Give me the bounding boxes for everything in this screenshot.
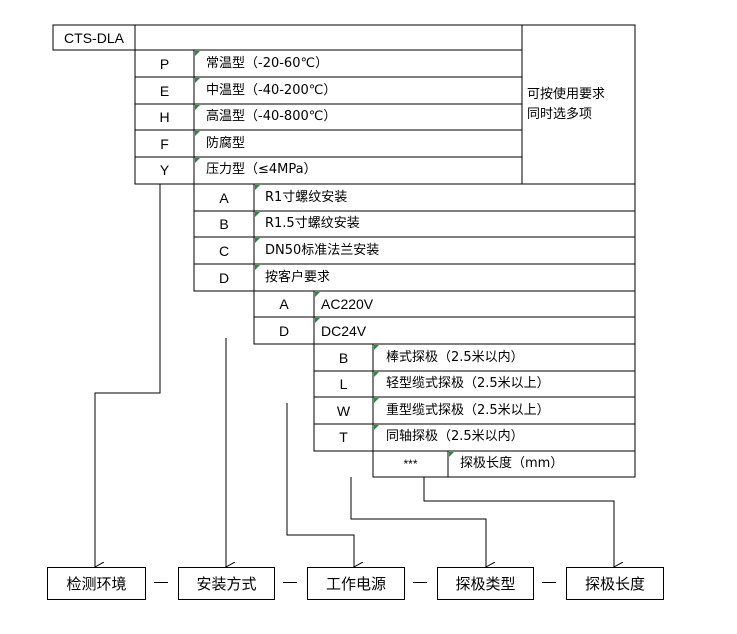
separator bbox=[542, 582, 556, 583]
install-code-c: C bbox=[218, 243, 230, 259]
label-installation: 安装方式 bbox=[178, 567, 275, 600]
env-desc-y: 压力型（≤4MPa） bbox=[206, 162, 317, 177]
probe-code-w: W bbox=[336, 403, 351, 419]
probe-desc-b: 棒式探极（2.5米以内） bbox=[386, 350, 524, 365]
probe-length-desc: 探极长度（mm） bbox=[460, 456, 564, 471]
power-code-a: A bbox=[279, 296, 289, 312]
corner-mark bbox=[255, 265, 260, 270]
probe-code-l: L bbox=[339, 376, 348, 392]
power-desc-d: DC24V bbox=[321, 323, 367, 339]
env-code-e: E bbox=[159, 83, 170, 99]
corner-mark bbox=[315, 292, 320, 297]
install-code-b: B bbox=[219, 216, 229, 232]
corner-mark bbox=[195, 51, 200, 56]
install-desc-a: R1寸螺纹安装 bbox=[265, 190, 348, 205]
probe-code-b: B bbox=[338, 350, 349, 366]
env-desc-f: 防腐型 bbox=[206, 136, 246, 151]
corner-mark bbox=[255, 212, 260, 217]
env-desc-h: 高温型（-40-800℃） bbox=[206, 109, 337, 124]
probe-length-code: *** bbox=[403, 457, 418, 471]
corner-mark bbox=[255, 185, 260, 190]
corner-mark bbox=[374, 372, 379, 377]
environment-note-line-2: 同时选多项 bbox=[527, 107, 593, 122]
env-desc-p: 常温型（-20-60℃） bbox=[206, 56, 329, 71]
model-code: CTS-DLA bbox=[64, 30, 124, 46]
probe-desc-t: 同轴探极（2.5米以内） bbox=[386, 429, 524, 444]
install-desc-c: DN50标准法兰安装 bbox=[265, 243, 380, 258]
install-code-d: D bbox=[218, 270, 230, 286]
install-desc-d: 按客户要求 bbox=[265, 270, 331, 285]
env-code-f: F bbox=[160, 136, 169, 152]
label-environment: 检测环境 bbox=[47, 567, 146, 600]
corner-mark bbox=[195, 78, 200, 83]
connector-probe-length bbox=[423, 477, 614, 567]
env-code-h: H bbox=[159, 109, 170, 125]
label-probe-length: 探极长度 bbox=[566, 567, 664, 600]
env-code-p: P bbox=[159, 56, 170, 72]
probe-desc-w: 重型缆式探极（2.5米以上） bbox=[386, 403, 550, 418]
probe-code-t: T bbox=[339, 429, 348, 445]
corner-mark bbox=[315, 318, 320, 323]
separator bbox=[283, 582, 297, 583]
corner-mark bbox=[449, 452, 454, 457]
label-probe-type: 探极类型 bbox=[437, 567, 534, 600]
environment-note-border bbox=[521, 24, 636, 185]
power-code-d: D bbox=[278, 323, 290, 339]
corner-mark bbox=[374, 398, 379, 403]
corner-mark bbox=[195, 131, 200, 136]
power-desc-a: AC220V bbox=[321, 296, 374, 312]
environment-note-line-1: 可按使用要求 bbox=[527, 87, 606, 102]
label-power: 工作电源 bbox=[307, 567, 405, 600]
probe-desc-l: 轻型缆式探极（2.5米以上） bbox=[386, 376, 550, 391]
connector-probe-type bbox=[350, 477, 486, 567]
corner-mark bbox=[374, 345, 379, 350]
separator bbox=[413, 582, 427, 583]
corner-mark bbox=[195, 105, 200, 110]
env-code-y: Y bbox=[159, 162, 170, 178]
corner-mark bbox=[195, 158, 200, 163]
corner-mark bbox=[374, 425, 379, 430]
env-desc-e: 中温型（-40-200℃） bbox=[206, 83, 337, 98]
connector-environment bbox=[95, 184, 161, 567]
connector-power bbox=[286, 403, 354, 567]
separator bbox=[154, 582, 168, 583]
install-desc-b: R1.5寸螺纹安装 bbox=[265, 216, 360, 231]
install-code-a: A bbox=[219, 190, 229, 206]
corner-mark bbox=[255, 238, 260, 243]
